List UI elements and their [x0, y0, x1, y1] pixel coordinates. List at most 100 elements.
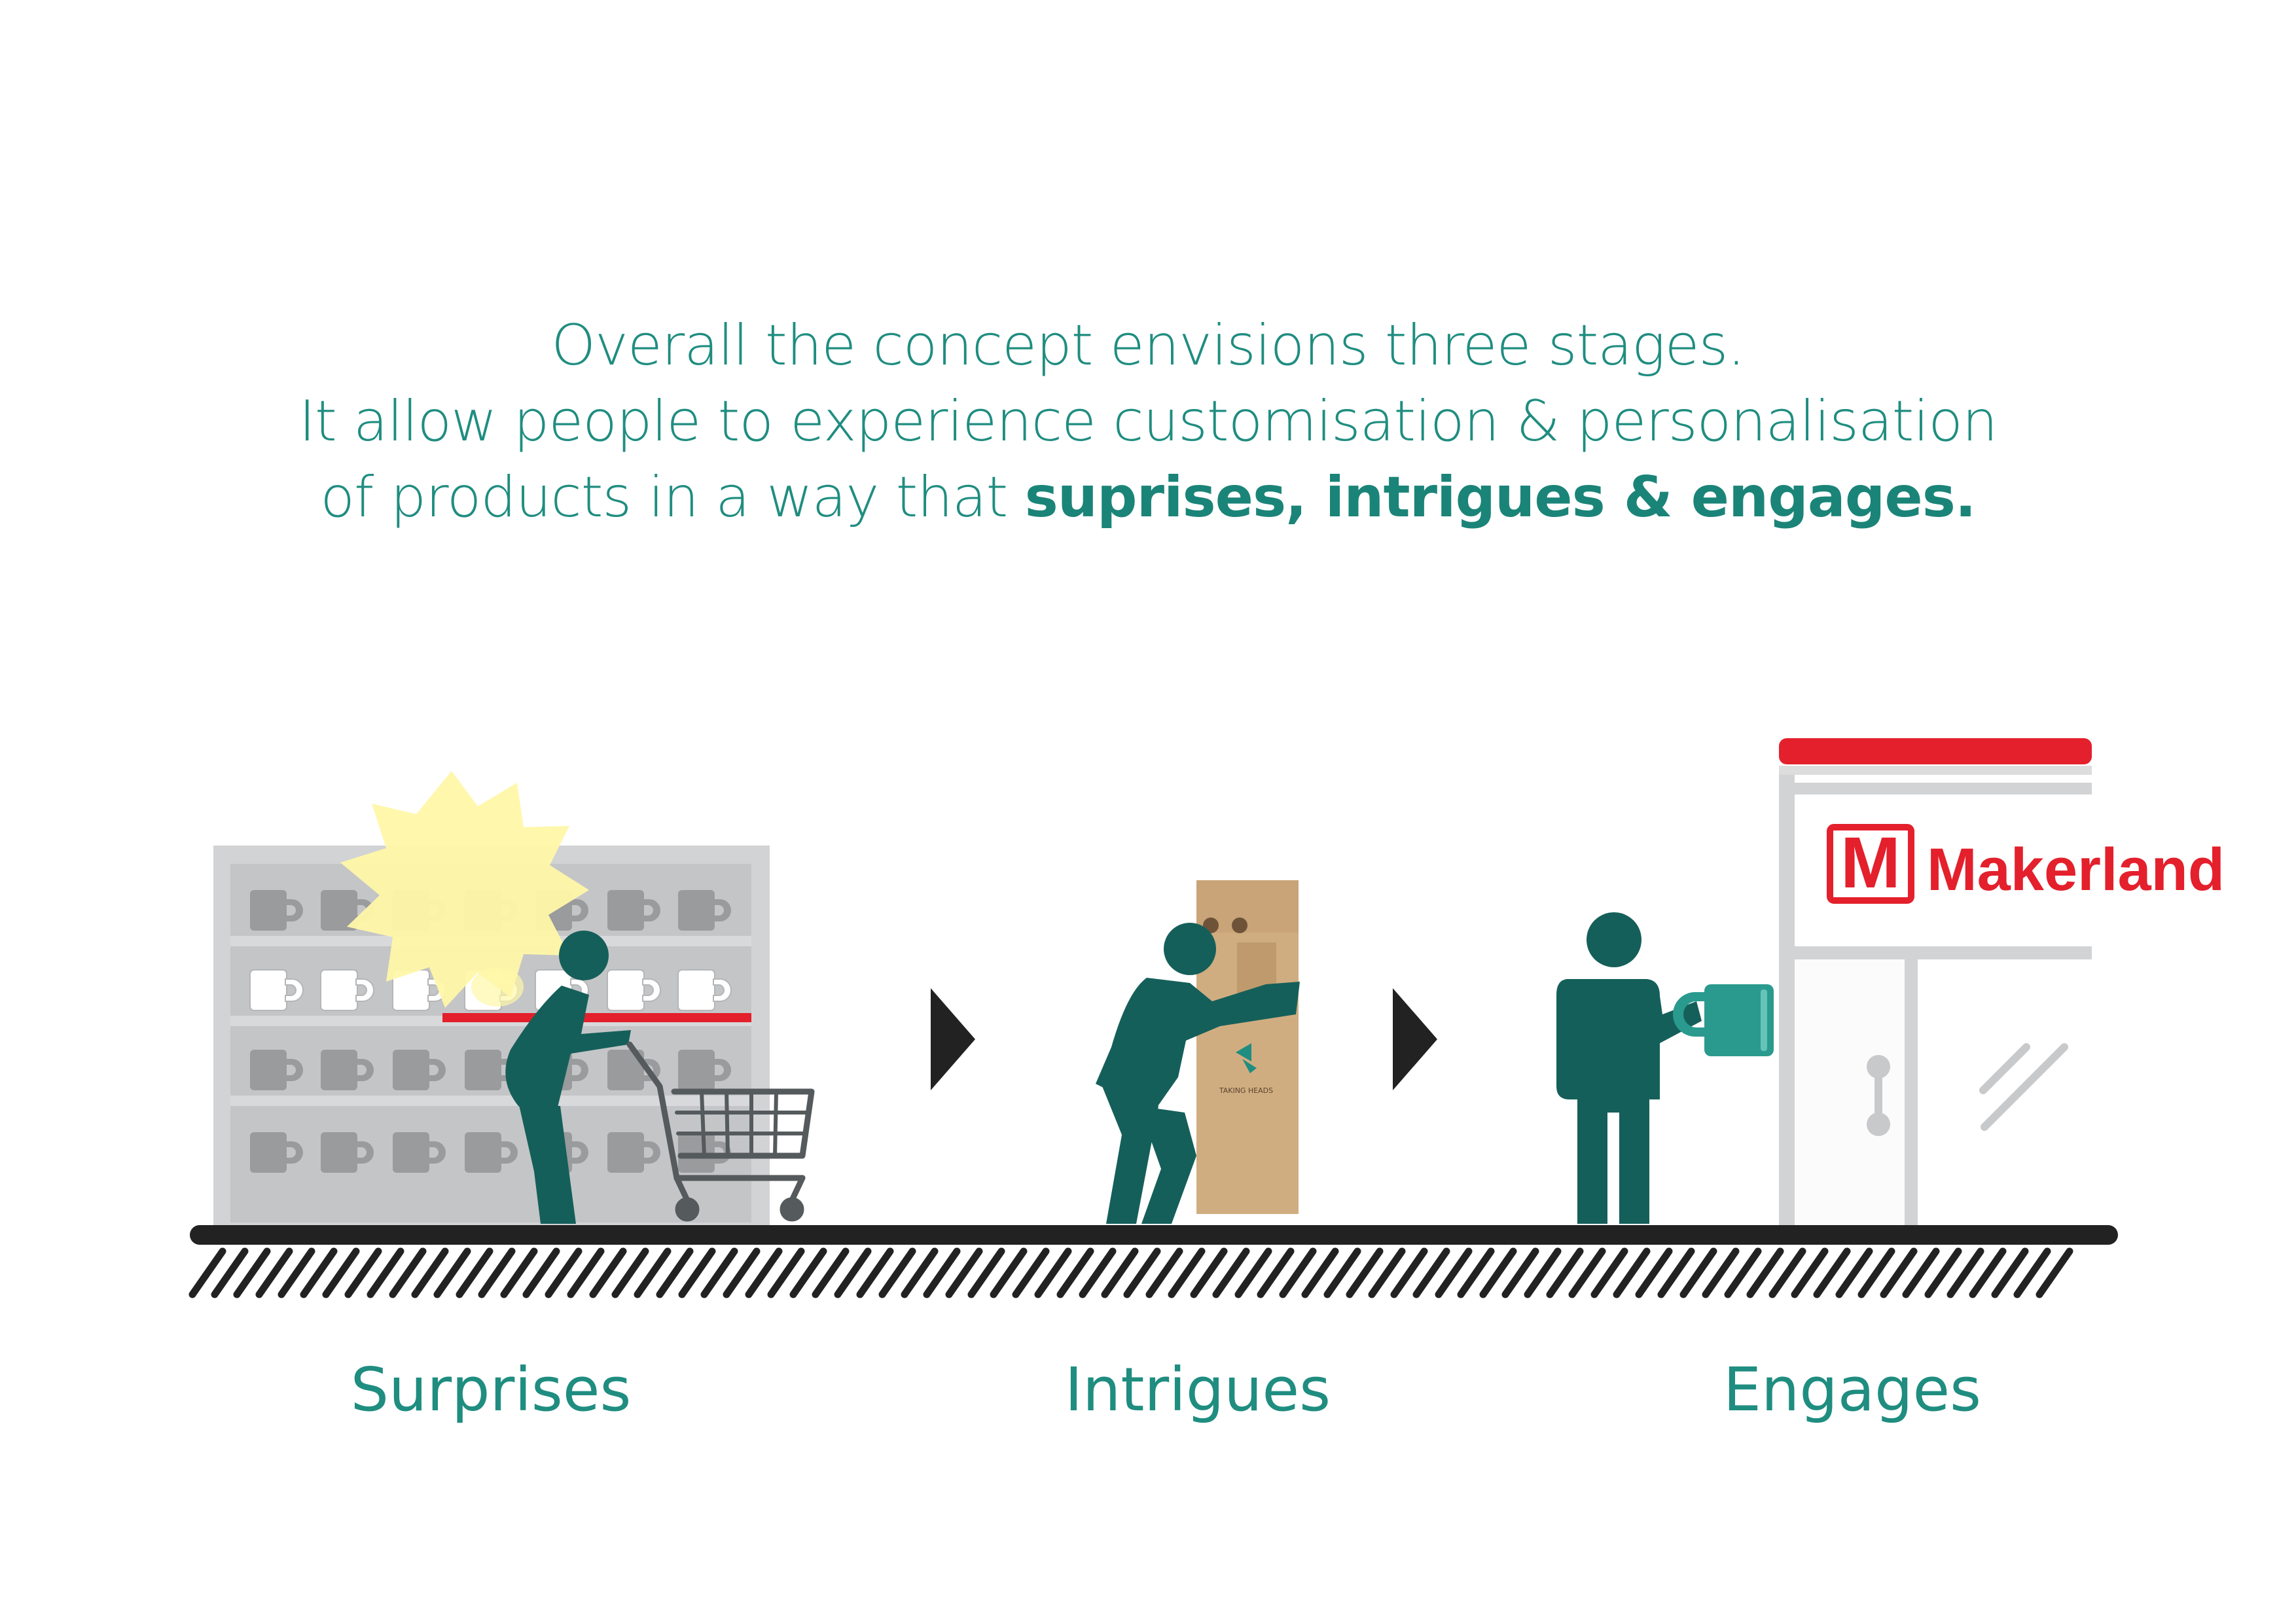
ground-hatch-mark: [500, 1247, 538, 1298]
ground-hatch-mark: [1234, 1247, 1272, 1298]
ground-line: [188, 1225, 2118, 1298]
ground-hatch-mark: [767, 1247, 805, 1298]
ground-hatch-mark: [1568, 1247, 1606, 1298]
ground-hatch-mark: [901, 1247, 939, 1298]
ground-hatch-mark: [1123, 1247, 1161, 1298]
logo-letter: M: [1840, 823, 1901, 903]
stage-label-engages: Engages: [1723, 1355, 1982, 1425]
intro-line-2: It allow people to experience customisat…: [298, 389, 1998, 454]
ground-hatch-mark: [1079, 1247, 1117, 1298]
ground-hatch-mark: [522, 1247, 560, 1298]
intro-line-3-prefix: of products in a way that: [320, 465, 1025, 530]
ground-hatch-mark: [1012, 1247, 1050, 1298]
ground-hatch-mark: [990, 1247, 1028, 1298]
cart-icon: [626, 1041, 815, 1222]
ground-hatch-mark: [344, 1247, 382, 1298]
ground-hatch-mark: [1257, 1247, 1295, 1298]
ground-hatch-mark: [589, 1247, 627, 1298]
ground-hatch-mark: [545, 1247, 583, 1298]
intro-text: Overall the concept envisions three stag…: [0, 308, 2296, 535]
ground-hatch-mark: [367, 1247, 404, 1298]
arrow-right-icon: [1393, 988, 1437, 1090]
ground-hatch-mark: [1902, 1247, 1940, 1298]
ground-hatch-mark: [1323, 1247, 1361, 1298]
ground-hatch-mark: [1190, 1247, 1228, 1298]
ground-hatch-mark: [812, 1247, 850, 1298]
ground-hatch-mark: [789, 1247, 827, 1298]
ground-hatch-mark: [1679, 1247, 1717, 1298]
ground-hatch-mark: [1412, 1247, 1450, 1298]
person-standing-icon: [1556, 912, 1702, 1224]
ground-hatch-mark: [678, 1247, 716, 1298]
ground-hatch-mark: [1301, 1247, 1339, 1298]
ground-hatch-mark: [1969, 1247, 2007, 1298]
ground-hatch-mark: [1368, 1247, 1406, 1298]
person-shopper-icon: [505, 931, 631, 1224]
ground-hatch-mark: [456, 1247, 493, 1298]
ground-hatch-mark: [834, 1247, 872, 1298]
ground-hatch-mark: [233, 1247, 271, 1298]
intro-line-1: Overall the concept envisions three stag…: [551, 313, 1745, 378]
ground-hatch-mark: [1346, 1247, 1384, 1298]
ground-hatch-mark: [967, 1247, 1005, 1298]
ground-hatch-mark: [1524, 1247, 1562, 1298]
ground-hatch-mark: [278, 1247, 315, 1298]
ground-hatch-mark: [1501, 1247, 1539, 1298]
ground-hatch-mark: [389, 1247, 427, 1298]
ground-hatch-mark: [433, 1247, 471, 1298]
ground-hatch-mark: [211, 1247, 249, 1298]
ground-hatch-mark: [745, 1247, 783, 1298]
person-lifting-icon: [1096, 923, 1300, 1224]
ground-hatch-mark: [1768, 1247, 1806, 1298]
ground-hatch-mark: [923, 1247, 961, 1298]
ground-hatch-mark: [878, 1247, 916, 1298]
ground-hatch-mark: [611, 1247, 649, 1298]
ground-hatch-mark: [1613, 1247, 1651, 1298]
storefront-icon: M Makerland: [1779, 738, 2225, 1226]
ground-hatch-mark: [1702, 1247, 1740, 1298]
intro-emphasis: suprises, intrigues & engages.: [1024, 465, 1977, 530]
stage-label-surprises: Surprises: [350, 1355, 632, 1425]
ground-hatch-mark: [411, 1247, 449, 1298]
stage-label-intrigues: Intrigues: [1064, 1355, 1331, 1425]
arrow-right-icon: [931, 988, 975, 1090]
ground-hatch-mark: [188, 1247, 226, 1298]
ground-hatch-mark: [1101, 1247, 1139, 1298]
ground-hatch-mark: [634, 1247, 672, 1298]
glow-icon: [471, 967, 524, 1007]
ground-hatch-mark: [255, 1247, 293, 1298]
ground-hatch-mark: [300, 1247, 338, 1298]
box-label: TAKING HEADS: [1219, 1086, 1273, 1095]
ground-hatch-mark: [478, 1247, 516, 1298]
ground-hatch-mark: [1279, 1247, 1317, 1298]
ground-hatch-mark: [656, 1247, 694, 1298]
ground-hatch-mark: [1791, 1247, 1829, 1298]
ground-hatch-mark: [1657, 1247, 1695, 1298]
ground-hatch-mark: [1857, 1247, 1895, 1298]
ground-hatch-mark: [1746, 1247, 1784, 1298]
burst-icon: [340, 771, 589, 1008]
ground-hatch-mark: [1813, 1247, 1851, 1298]
intro-line-3: of products in a way that suprises, intr…: [0, 459, 2296, 535]
ground-hatch-mark: [1724, 1247, 1762, 1298]
ground-hatch-mark: [2013, 1247, 2051, 1298]
ground-hatch-mark: [2036, 1247, 2073, 1298]
ground-hatch-mark: [1546, 1247, 1584, 1298]
shelf-highlight-strip: [442, 1013, 751, 1022]
ground-hatch-mark: [1435, 1247, 1473, 1298]
ground-hatch-mark: [1880, 1247, 1918, 1298]
ground-hatch-mark: [1056, 1247, 1094, 1298]
ground-hatch-mark: [1479, 1247, 1517, 1298]
ground-hatch-mark: [1457, 1247, 1495, 1298]
ground-hatch-mark: [1946, 1247, 1984, 1298]
ground-hatch-mark: [1991, 1247, 2029, 1298]
ground-hatch-mark: [1635, 1247, 1673, 1298]
ground-hatch-mark: [567, 1247, 605, 1298]
ground-hatch-mark: [1034, 1247, 1072, 1298]
ground-hatch-mark: [700, 1247, 738, 1298]
makerland-logo-icon: M: [1827, 823, 1914, 904]
ground-hatch-mark: [1168, 1247, 1206, 1298]
ground-hatch-mark: [1390, 1247, 1428, 1298]
ground-hatch-mark: [945, 1247, 983, 1298]
ground-hatch-mark: [322, 1247, 360, 1298]
